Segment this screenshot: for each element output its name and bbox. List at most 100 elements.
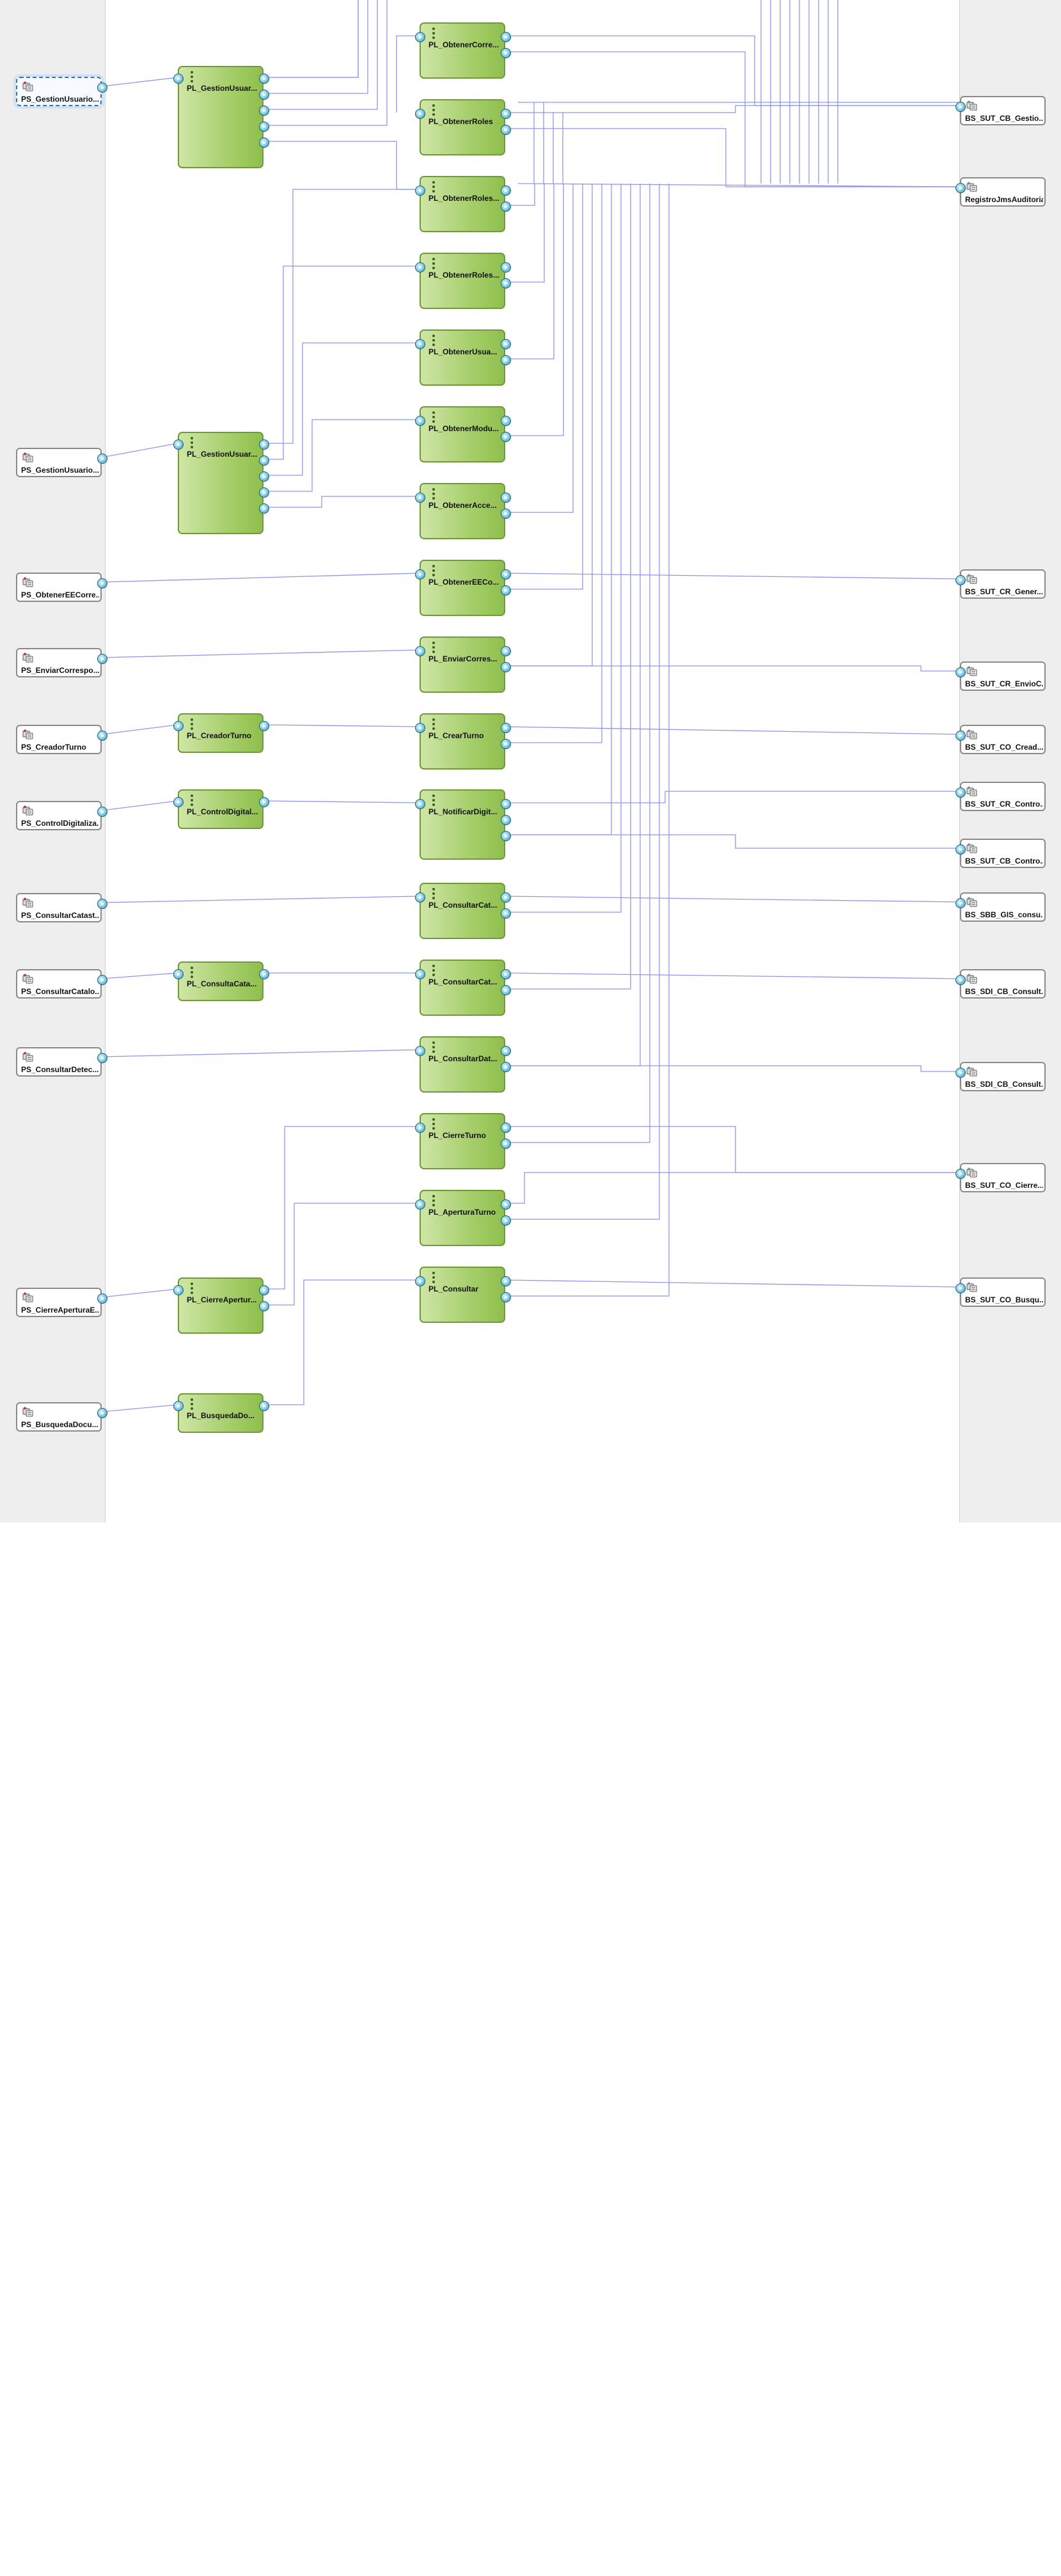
proxy-service-node[interactable]: PS_ConsultarCatast... (16, 893, 107, 922)
output-port-icon[interactable] (259, 455, 269, 466)
input-port-icon[interactable] (415, 416, 425, 426)
output-port-icon[interactable] (501, 278, 511, 288)
input-port-icon[interactable] (415, 1276, 425, 1286)
output-port-icon[interactable] (501, 1139, 511, 1149)
output-port-icon[interactable] (501, 493, 511, 503)
pipeline-node[interactable]: PL_ObtenerEECo... (415, 560, 511, 616)
input-port-icon[interactable] (955, 102, 966, 112)
output-port-icon[interactable] (501, 416, 511, 426)
input-port-icon[interactable] (415, 262, 425, 273)
output-port-icon[interactable] (97, 454, 107, 464)
input-port-icon[interactable] (173, 439, 184, 450)
proxy-service-node[interactable]: PS_EnviarCorrespo... (16, 648, 107, 677)
output-port-icon[interactable] (259, 797, 269, 807)
output-port-icon[interactable] (97, 654, 107, 664)
output-port-icon[interactable] (97, 807, 107, 817)
input-port-icon[interactable] (955, 667, 966, 677)
business-service-node[interactable]: BS_SBB_GIS_consu... (955, 892, 1046, 922)
proxy-service-node[interactable]: PS_CreadorTurno (16, 725, 107, 754)
input-port-icon[interactable] (415, 1123, 425, 1133)
proxy-service-node[interactable]: PS_ConsultarCatalo... (16, 969, 107, 999)
output-port-icon[interactable] (501, 1292, 511, 1302)
output-port-icon[interactable] (501, 339, 511, 349)
input-port-icon[interactable] (415, 1046, 425, 1056)
output-port-icon[interactable] (97, 83, 107, 93)
output-port-icon[interactable] (501, 969, 511, 979)
output-port-icon[interactable] (501, 32, 511, 42)
output-port-icon[interactable] (259, 1285, 269, 1295)
pipeline-node[interactable]: PL_ConsultarDat... (415, 1036, 511, 1093)
pipeline-node[interactable]: PL_ObtenerRoles (415, 99, 511, 155)
pipeline-node[interactable]: PL_ObtenerUsua... (415, 329, 511, 386)
output-port-icon[interactable] (97, 1293, 107, 1304)
pipeline-node[interactable]: PL_ControlDigital... (173, 789, 269, 829)
output-port-icon[interactable] (259, 138, 269, 148)
output-port-icon[interactable] (501, 509, 511, 519)
input-port-icon[interactable] (415, 186, 425, 196)
input-port-icon[interactable] (955, 731, 966, 741)
output-port-icon[interactable] (97, 1053, 107, 1063)
input-port-icon[interactable] (415, 799, 425, 809)
business-service-node[interactable]: BS_SUT_CO_Cierre... (955, 1163, 1046, 1192)
output-port-icon[interactable] (501, 799, 511, 809)
output-port-icon[interactable] (259, 503, 269, 514)
pipeline-node[interactable]: PL_GestionUsuar... (173, 432, 269, 534)
pipeline-node[interactable]: PL_Consultar (415, 1267, 511, 1323)
business-service-node[interactable]: BS_SUT_CR_Contro... (955, 782, 1046, 811)
input-port-icon[interactable] (415, 339, 425, 349)
business-service-node[interactable]: RegistroJmsAuditoria (955, 177, 1046, 207)
output-port-icon[interactable] (501, 646, 511, 656)
output-port-icon[interactable] (259, 487, 269, 498)
output-port-icon[interactable] (259, 1301, 269, 1311)
pipeline-node[interactable]: PL_CreadorTurno (173, 713, 269, 753)
pipeline-node[interactable]: PL_ObtenerRoles... (415, 176, 511, 232)
input-port-icon[interactable] (415, 646, 425, 656)
pipeline-node[interactable]: PL_ObtenerRoles... (415, 253, 511, 309)
output-port-icon[interactable] (501, 739, 511, 749)
business-service-node[interactable]: BS_SDI_CB_Consult... (955, 1062, 1046, 1091)
pipeline-node[interactable]: PL_ObtenerModu... (415, 406, 511, 462)
pipeline-node[interactable]: PL_BusquedaDo... (173, 1393, 269, 1433)
output-port-icon[interactable] (501, 1199, 511, 1210)
output-port-icon[interactable] (501, 1046, 511, 1056)
input-port-icon[interactable] (173, 969, 184, 979)
output-port-icon[interactable] (501, 1123, 511, 1133)
output-port-icon[interactable] (259, 74, 269, 84)
output-port-icon[interactable] (501, 1215, 511, 1226)
business-service-node[interactable]: BS_SUT_CB_Gestio... (955, 96, 1046, 125)
input-port-icon[interactable] (955, 1169, 966, 1179)
output-port-icon[interactable] (259, 106, 269, 116)
pipeline-node[interactable]: PL_ConsultaCata... (173, 961, 269, 1001)
output-port-icon[interactable] (501, 48, 511, 58)
output-port-icon[interactable] (97, 731, 107, 741)
input-port-icon[interactable] (173, 721, 184, 731)
proxy-service-node[interactable]: PS_CierreAperturaE... (16, 1288, 107, 1317)
output-port-icon[interactable] (97, 578, 107, 589)
input-port-icon[interactable] (415, 109, 425, 119)
output-port-icon[interactable] (501, 186, 511, 196)
proxy-service-node[interactable]: PS_ControlDigitaliza... (16, 801, 107, 830)
output-port-icon[interactable] (501, 1062, 511, 1072)
output-port-icon[interactable] (501, 585, 511, 596)
input-port-icon[interactable] (955, 183, 966, 193)
output-port-icon[interactable] (501, 1276, 511, 1286)
business-service-node[interactable]: BS_SDI_CB_Consult... (955, 969, 1046, 999)
output-port-icon[interactable] (259, 471, 269, 482)
input-port-icon[interactable] (415, 969, 425, 979)
output-port-icon[interactable] (501, 432, 511, 442)
output-port-icon[interactable] (259, 969, 269, 979)
input-port-icon[interactable] (415, 493, 425, 503)
proxy-service-node[interactable]: PS_BusquedaDocu... (16, 1402, 107, 1432)
output-port-icon[interactable] (97, 1408, 107, 1418)
output-port-icon[interactable] (501, 662, 511, 672)
business-service-node[interactable]: BS_SUT_CR_EnvioC... (955, 661, 1046, 691)
input-port-icon[interactable] (415, 569, 425, 580)
pipeline-node[interactable]: PL_ObtenerCorre... (415, 22, 511, 79)
input-port-icon[interactable] (955, 844, 966, 855)
output-port-icon[interactable] (97, 975, 107, 985)
input-port-icon[interactable] (955, 898, 966, 908)
output-port-icon[interactable] (501, 831, 511, 841)
output-port-icon[interactable] (259, 122, 269, 132)
pipeline-node[interactable]: PL_AperturaTurno (415, 1190, 511, 1246)
input-port-icon[interactable] (173, 1285, 184, 1295)
